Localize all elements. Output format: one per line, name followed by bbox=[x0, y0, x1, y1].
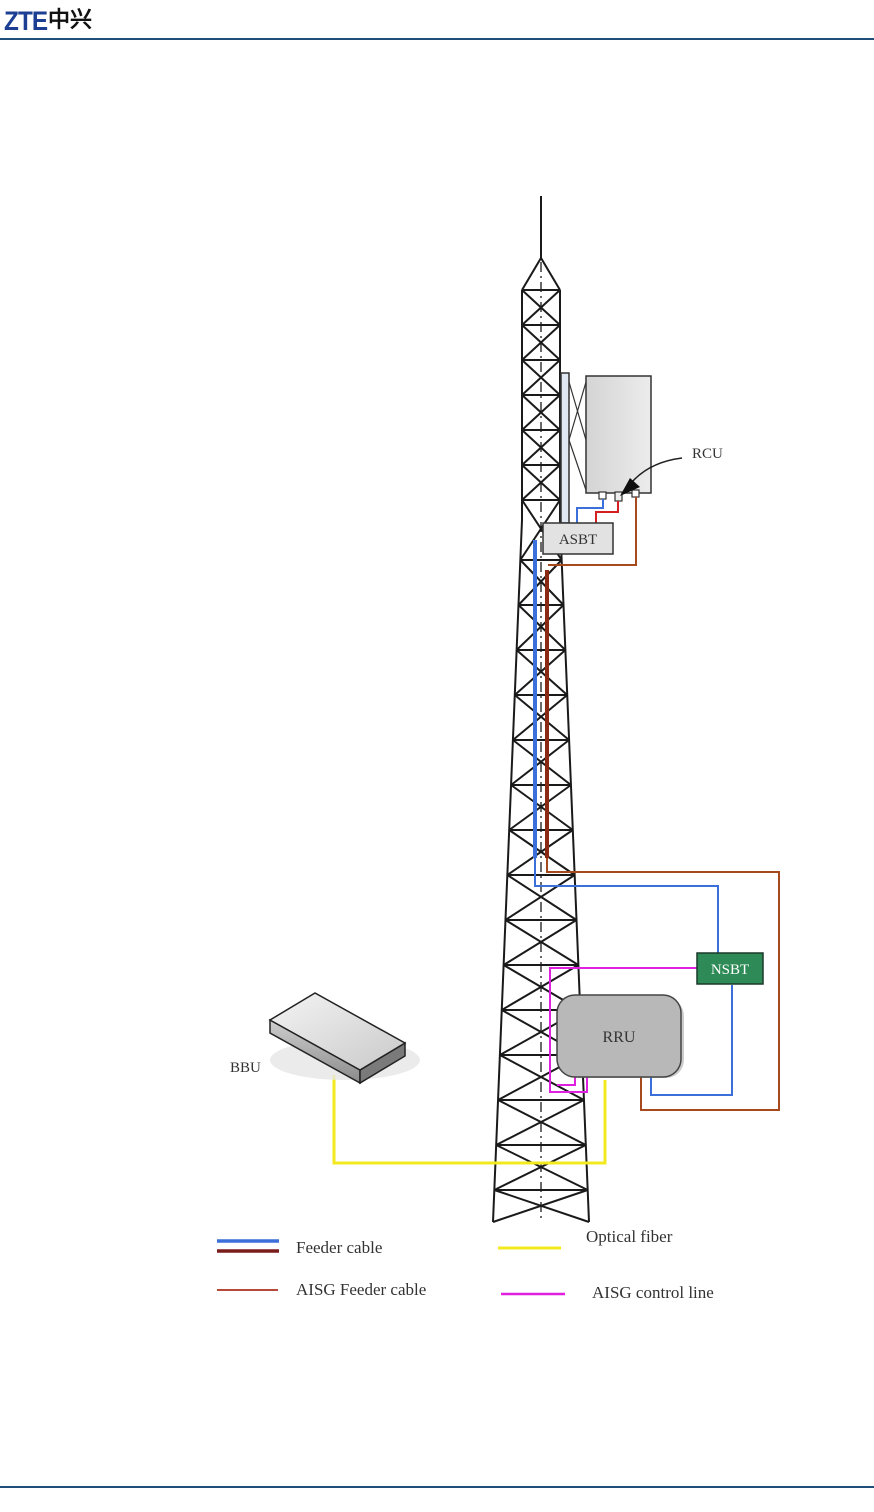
antenna-port bbox=[632, 490, 639, 497]
tower-cross-brace bbox=[517, 650, 568, 695]
legend-label-optical: Optical fiber bbox=[586, 1227, 673, 1246]
jumper-red bbox=[596, 501, 618, 523]
rru-label: RRU bbox=[603, 1029, 636, 1046]
nsbt-box: NSBT bbox=[697, 953, 763, 984]
asbt-label: ASBT bbox=[559, 532, 597, 548]
tower-lower-left-leg bbox=[493, 520, 522, 1222]
tower-cross-brace bbox=[509, 830, 574, 875]
tower-cross-brace bbox=[513, 695, 567, 740]
rcu-port bbox=[615, 492, 622, 501]
bbu-unit: BBU bbox=[230, 993, 420, 1083]
legend-label-aisg-control: AISG control line bbox=[592, 1283, 714, 1302]
tower-cross-brace bbox=[515, 695, 569, 740]
tower-cross-brace bbox=[507, 830, 572, 875]
tower-cross-brace bbox=[505, 875, 574, 920]
asbt-box: ASBT bbox=[543, 523, 613, 554]
footer-rule bbox=[0, 1486, 874, 1488]
antenna-panel bbox=[586, 376, 651, 493]
legend-label-aisg-feeder: AISG Feeder cable bbox=[296, 1280, 426, 1299]
tower-cross-brace bbox=[520, 560, 563, 605]
antenna-port bbox=[599, 492, 606, 499]
tower-cross-brace bbox=[517, 605, 564, 650]
legend: Feeder cable AISG Feeder cable Optical f… bbox=[217, 1227, 714, 1302]
antenna-pole bbox=[561, 373, 569, 523]
antenna-bracket bbox=[569, 440, 586, 490]
rcu-label: RCU bbox=[692, 446, 723, 462]
optical-fiber bbox=[334, 1075, 605, 1163]
antenna-assembly: RCU bbox=[561, 373, 723, 523]
tower-cross-brace bbox=[518, 605, 565, 650]
legend-label-feeder: Feeder cable bbox=[296, 1238, 382, 1257]
tower-cross-brace bbox=[509, 785, 571, 830]
rru-unit: RRU bbox=[557, 995, 684, 1078]
tower-cross-brace bbox=[515, 650, 566, 695]
tower-cross-brace bbox=[518, 560, 561, 605]
tower-cross-brace bbox=[511, 785, 573, 830]
bbu-label: BBU bbox=[230, 1060, 261, 1076]
tower-cross-brace bbox=[511, 740, 569, 785]
tower-cross-brace bbox=[507, 875, 576, 920]
tower-cross-brace bbox=[513, 740, 571, 785]
nsbt-label: NSBT bbox=[711, 962, 749, 978]
